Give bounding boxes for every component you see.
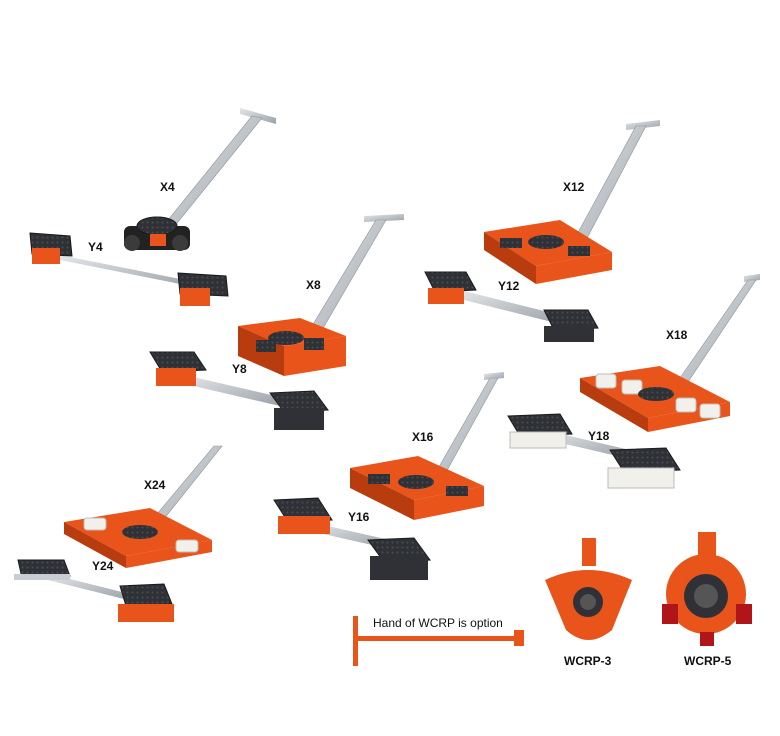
wcrp-3-skate [545, 538, 632, 640]
label-y12: Y12 [498, 279, 520, 293]
label-wcrp-5: WCRP-5 [684, 654, 732, 668]
label-x16: X16 [412, 430, 434, 444]
label-y18: Y18 [588, 429, 610, 443]
skate-y24 [14, 559, 174, 622]
skate-x4 [124, 108, 276, 251]
label-y16: Y16 [348, 510, 370, 524]
skate-y16 [273, 497, 431, 580]
label-y8: Y8 [232, 362, 247, 376]
label-y4: Y4 [88, 240, 103, 254]
skate-y18 [507, 413, 681, 489]
skate-x16 [350, 372, 504, 520]
skate-x8 [238, 214, 404, 376]
skate-x18 [580, 274, 760, 432]
label-x24: X24 [144, 478, 166, 492]
wcrp-handle [353, 616, 524, 666]
label-x8: X8 [306, 278, 321, 292]
skate-y4 [29, 232, 229, 306]
label-x18: X18 [666, 328, 688, 342]
skate-y8 [149, 351, 329, 430]
skate-x24 [64, 445, 223, 568]
label-x4: X4 [160, 180, 175, 194]
skate-y12 [424, 271, 599, 342]
label-y24: Y24 [92, 559, 114, 573]
skate-x12 [484, 120, 660, 284]
label-x12: X12 [563, 180, 585, 194]
label-wcrp-3: WCRP-3 [564, 654, 612, 668]
handle-option-note: Hand of WCRP is option [373, 616, 503, 630]
wcrp-5-skate [662, 532, 752, 646]
